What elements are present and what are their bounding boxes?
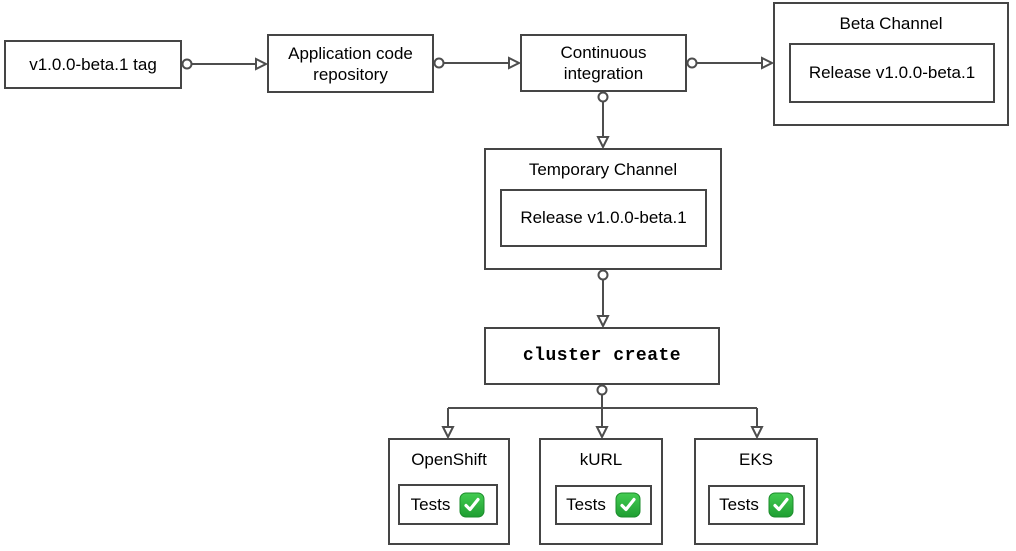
openshift-title: OpenShift [411,450,487,469]
continuous-integration-label: Continuous integration [560,43,647,83]
eks-tests-label: Tests [719,495,759,514]
eks-tests-box: Tests [708,485,805,525]
beta-channel-title: Beta Channel [839,14,943,33]
check-mark-icon [459,492,485,517]
node-application-code-repository: Application code repository [267,34,434,93]
kurl-tests-label: Tests [566,495,606,514]
eks-title: EKS [738,450,774,469]
node-kurl: kURL Tests [539,438,663,545]
node-continuous-integration: Continuous integration [520,34,687,92]
openshift-tests-label: Tests [410,494,451,514]
kurl-title: kURL [579,450,623,469]
kurl-tests-box: Tests [555,485,652,525]
node-version-tag: v1.0.0-beta.1 tag [4,40,182,89]
beta-channel-release-label: Release v1.0.0-beta.1 [808,63,976,82]
check-mark-icon [768,492,794,518]
node-temporary-channel: Temporary Channel Release v1.0.0-beta.1 [484,148,722,270]
node-beta-channel: Beta Channel Release v1.0.0-beta.1 [773,2,1009,126]
cluster-create-label: cluster create [522,345,682,366]
version-tag-label: v1.0.0-beta.1 tag [29,55,157,74]
temporary-channel-release-box: Release v1.0.0-beta.1 [500,189,707,247]
check-mark-icon [615,492,641,518]
openshift-tests-box: Tests [398,484,498,525]
application-code-repository-label: Application code repository [288,43,413,84]
node-openshift: OpenShift Tests [388,438,510,545]
temporary-channel-release-label: Release v1.0.0-beta.1 [520,208,687,227]
beta-channel-release-box: Release v1.0.0-beta.1 [789,43,995,103]
node-eks: EKS Tests [694,438,818,545]
temporary-channel-title: Temporary Channel [528,160,678,179]
node-cluster-create: cluster create [484,327,720,385]
